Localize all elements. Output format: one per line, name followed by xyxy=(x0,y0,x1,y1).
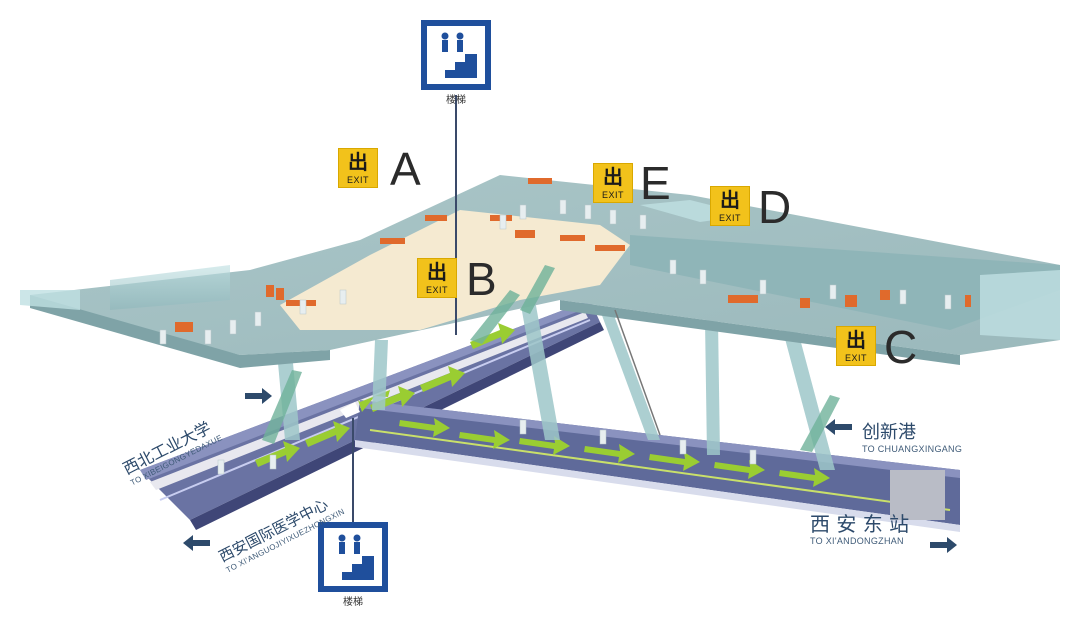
direction-arrows xyxy=(255,323,830,487)
exit-letter-e: E xyxy=(640,157,671,209)
left-arrow-icon xyxy=(825,419,852,435)
exit-letter-b: B xyxy=(466,253,497,305)
stairs-label-bottom: 楼梯 xyxy=(343,597,363,608)
destination-xiandongzhan: 西 安 东 站 TO XI'ANDONGZHAN xyxy=(810,512,910,546)
escalators xyxy=(262,265,840,452)
concourse-columns xyxy=(159,199,952,475)
right-arrow-icon xyxy=(245,388,272,404)
stairs-icon xyxy=(332,534,374,580)
left-arrow-icon xyxy=(183,535,210,551)
right-arrow-icon xyxy=(930,537,957,553)
destination-chuangxingang: 创新港 TO CHUANGXINGANG xyxy=(862,422,963,454)
exit-letter-c: C xyxy=(884,321,918,373)
stairs-sign-bottom xyxy=(318,522,388,592)
stairs-sign-top xyxy=(421,20,491,90)
stairs-icon xyxy=(435,32,477,78)
lower-platform-right xyxy=(355,400,960,532)
exit-letter-a: A xyxy=(390,143,421,195)
support-pillars xyxy=(275,300,835,470)
stair-marker xyxy=(340,402,360,418)
exit-letter-d: D xyxy=(758,181,792,233)
stairs-label-top: 楼梯 xyxy=(446,95,466,106)
cable-line xyxy=(614,309,661,436)
stair-marker xyxy=(447,338,465,352)
